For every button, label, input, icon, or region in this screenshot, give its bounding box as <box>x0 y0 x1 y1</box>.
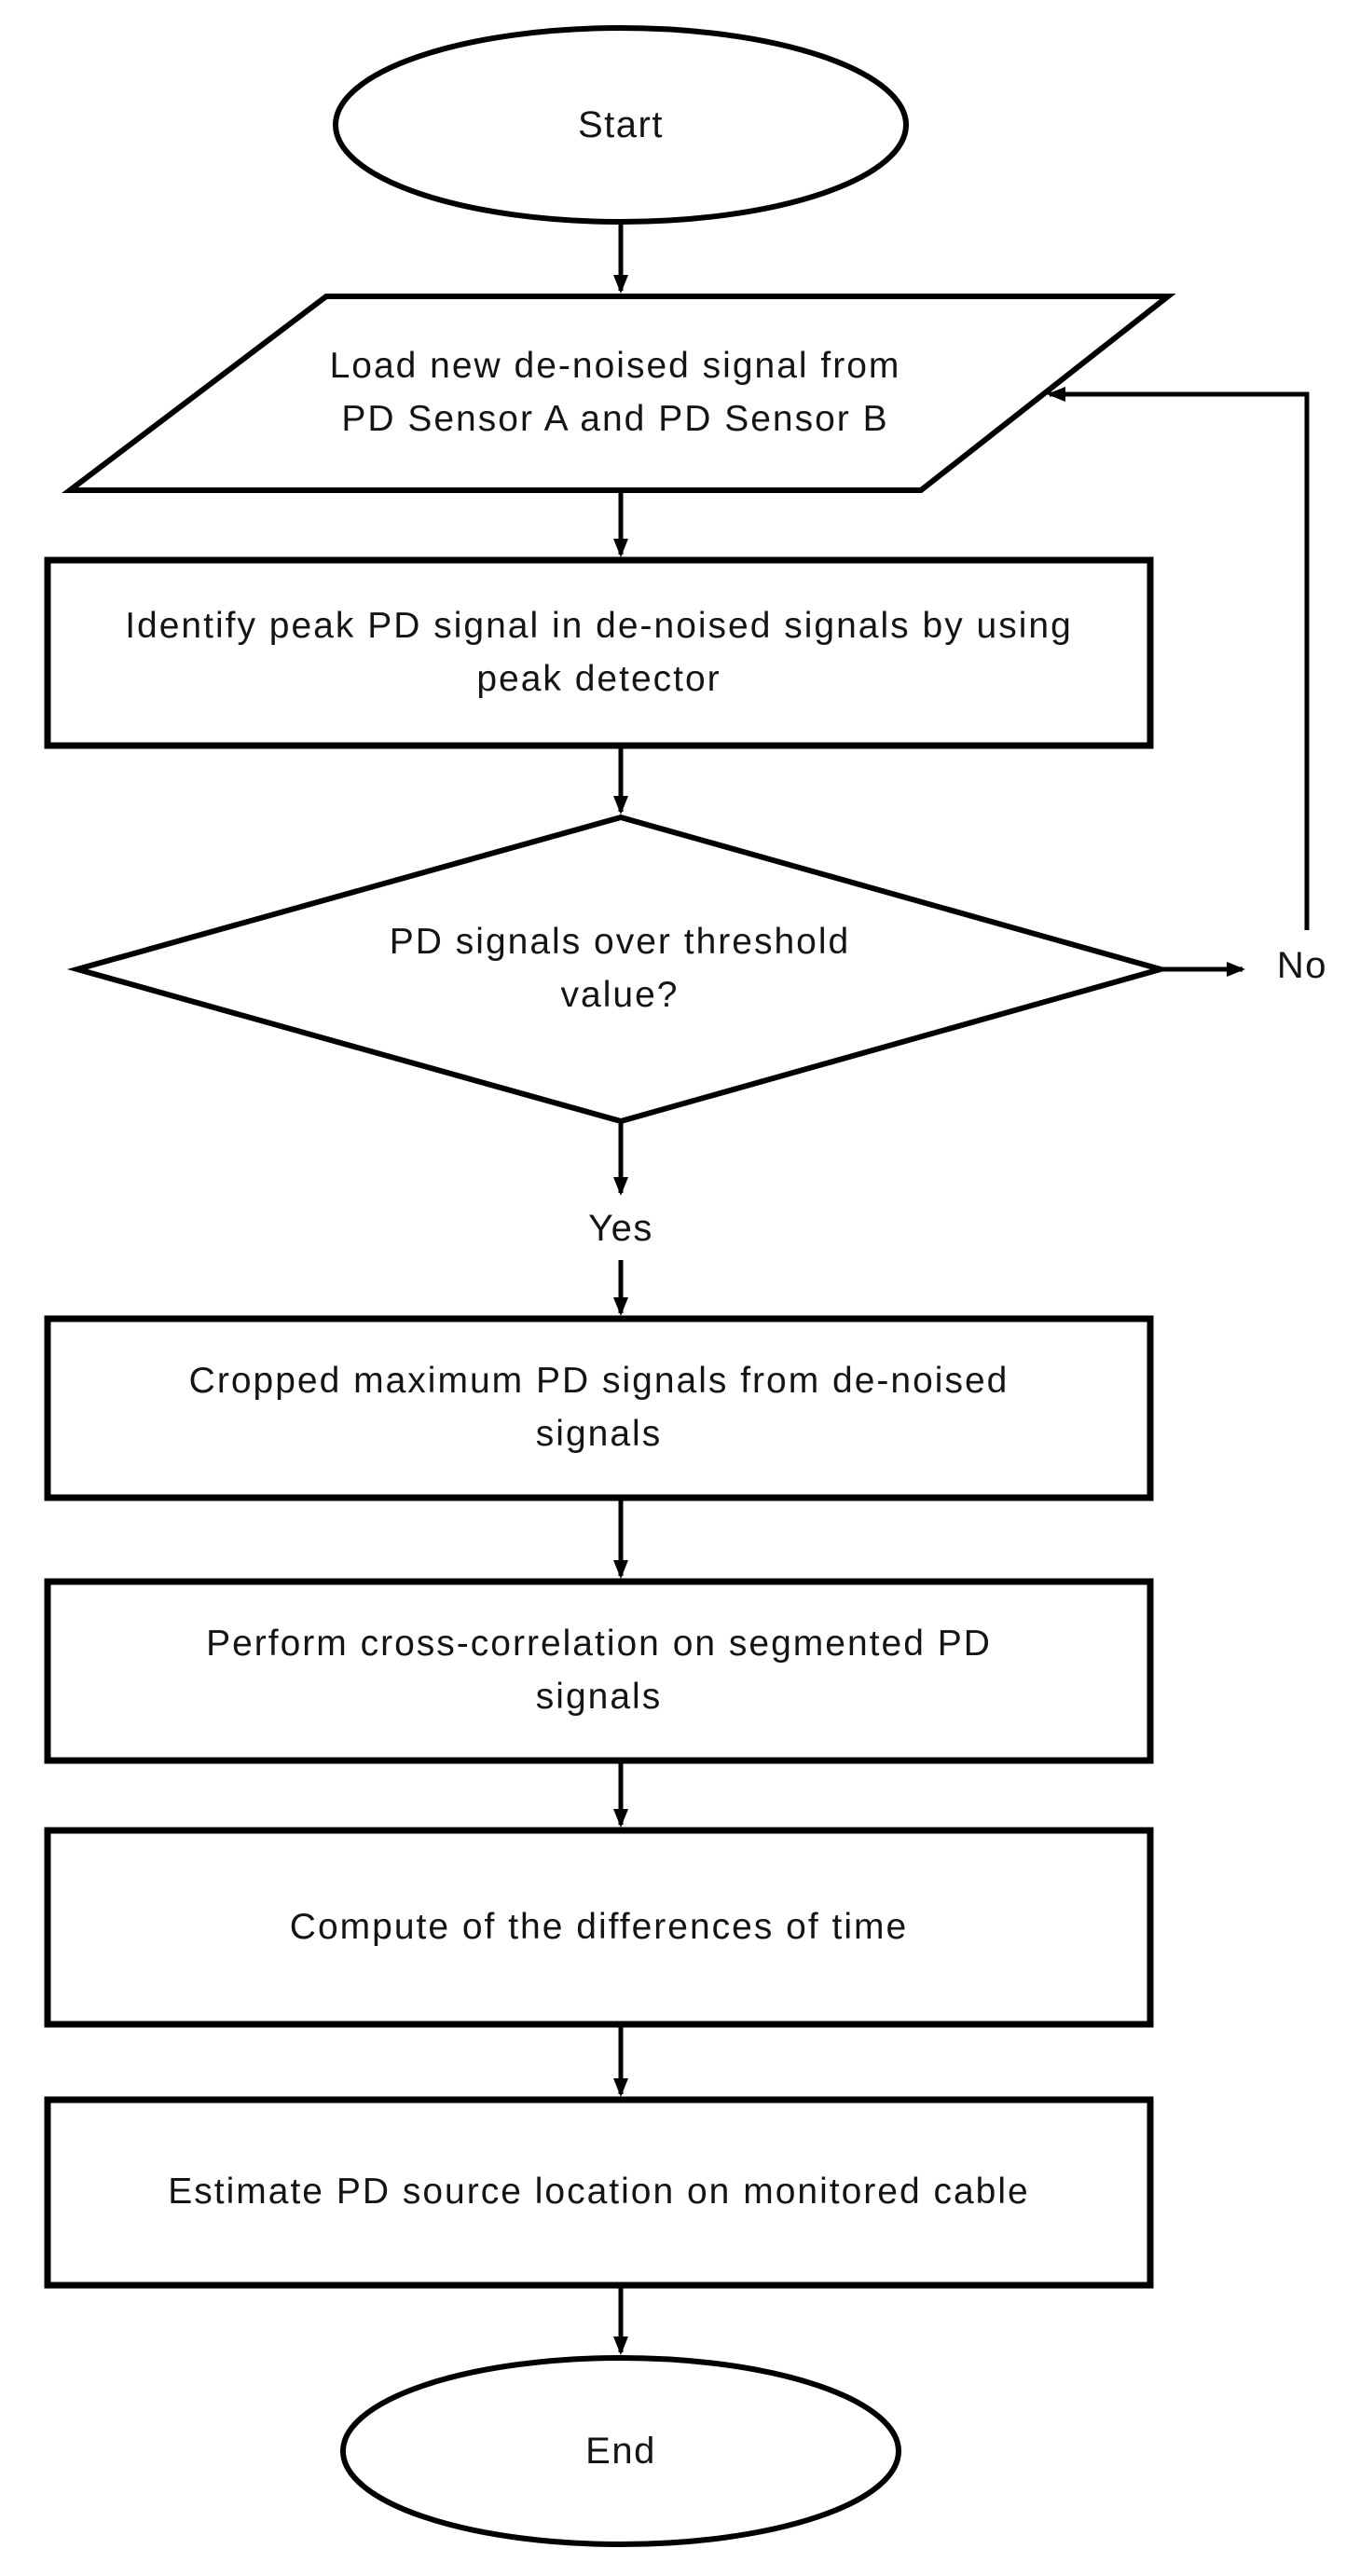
identify-label: Identify peak PD signal in de-noised sig… <box>48 560 1150 746</box>
estimate-label-text: Estimate PD source location on monitored… <box>168 2172 1030 2213</box>
yes-edge-label: Yes <box>541 1200 701 1256</box>
perform-label: Perform cross-correlation on segmented P… <box>48 1582 1150 1761</box>
compute-rect <box>44 1827 1154 2028</box>
no-edge-label: No <box>1258 938 1346 993</box>
cropped-label: Cropped maximum PD signals from de-noise… <box>48 1319 1150 1498</box>
load-label-line2: PD Sensor A and PD Sensor B <box>341 399 889 439</box>
compute-label: Compute of the differences of time <box>48 1830 1150 2024</box>
end-label-text: End <box>585 2431 656 2472</box>
load-parallelogram <box>62 294 1176 493</box>
identify-label-line1: Identify peak PD signal in de-noised sig… <box>125 605 1073 646</box>
no-edge-label-text: No <box>1276 945 1328 986</box>
cropped-label-line2: signals <box>535 1414 663 1454</box>
estimate-rect <box>44 2096 1154 2289</box>
end-ellipse <box>340 2355 901 2547</box>
perform-label-line1: Perform cross-correlation on segmented P… <box>206 1624 992 1665</box>
perform-rect <box>44 1578 1154 1764</box>
end-label: End <box>343 2358 899 2544</box>
load-label: Load new de-noised signal from PD Sensor… <box>130 296 1100 490</box>
threshold-label-line1: PD signals over threshold <box>389 922 851 963</box>
load-label-line1: Load new de-noised signal from <box>329 346 901 387</box>
perform-label-line2: signals <box>535 1677 663 1717</box>
compute-label-text: Compute of the differences of time <box>289 1906 909 1947</box>
start-label-text: Start <box>578 104 664 145</box>
threshold-label-line2: value? <box>560 975 680 1015</box>
cropped-label-line1: Cropped maximum PD signals from de-noise… <box>188 1361 1010 1402</box>
no-feedback-line <box>1047 387 1310 930</box>
cropped-rect <box>44 1315 1154 1501</box>
identify-rect <box>44 556 1154 749</box>
start-label: Start <box>336 32 906 218</box>
threshold-label: PD signals over threshold value? <box>158 839 1081 1100</box>
estimate-label: Estimate PD source location on monitored… <box>48 2100 1150 2285</box>
identify-label-line2: peak detector <box>476 658 721 699</box>
yes-edge-label-text: Yes <box>588 1208 653 1249</box>
